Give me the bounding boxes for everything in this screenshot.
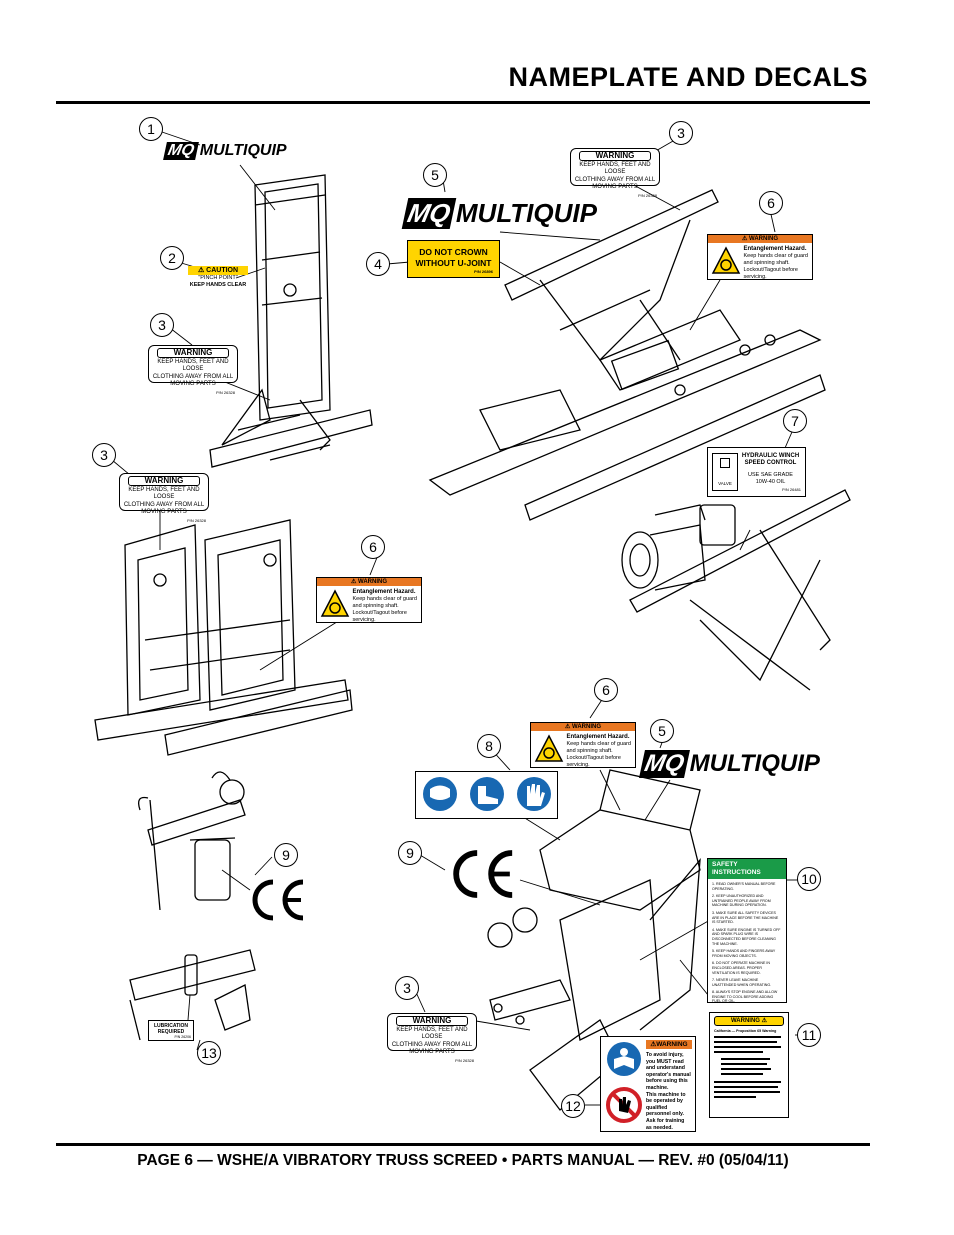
entanglement-hazard-decal: ⚠ WARNING Entanglement Hazard. Keep hand… [707,234,813,280]
callout-3: 3 [669,121,693,145]
valve-diagram-icon: VALVE [712,453,738,491]
safety-boots-icon [470,777,504,811]
callout-3: 3 [150,313,174,337]
warning-header: ⚠ WARNING [708,235,812,243]
lubrication-bracket-drawing [129,949,256,1041]
upright-frame-drawing [209,174,373,468]
fine-print-lines [714,1035,784,1098]
page-footer: PAGE 6 — WSHE/A VIBRATORY TRUSS SCREED •… [137,1152,789,1169]
mq-logo-icon: MQ [639,750,690,778]
entanglement-pictogram-icon [320,589,350,617]
header-rule [56,101,870,104]
screed-assembly-drawing [428,189,826,521]
entanglement-hazard-decal: ⚠ WARNING Entanglement Hazard. Keep hand… [530,722,636,768]
safety-header: SAFETY INSTRUCTIONS [708,859,786,879]
ppe-decal [415,771,558,819]
warning-moving-parts-decal: WARNING KEEP HANDS, FEET AND LOOSE CLOTH… [570,148,660,198]
lubrication-required-decal: LUBRICATION REQUIRED P/N 26206 [148,1020,194,1041]
no-hands-icon [606,1087,642,1123]
callout-1: 1 [139,117,163,141]
hydraulic-winch-decal: VALVE HYDRAULIC WINCH SPEED CONTROL USE … [707,447,806,497]
warning-moving-parts-decal: WARNING KEEP HANDS, FEET AND LOOSE CLOTH… [387,1013,477,1063]
callout-13: 13 [197,1041,221,1065]
warning-header: WARNING [395,1016,469,1026]
callout-6: 6 [361,535,385,559]
warning-header: WARNING [127,476,201,486]
page-title: NAMEPLATE AND DECALS [508,62,868,92]
ce-mark-icon [252,879,304,921]
water-filter-drawing [137,771,246,911]
warning-header: WARNING [156,348,230,358]
engine-drive-drawing [487,769,701,1111]
ce-mark-icon [453,850,513,898]
mq-logo-icon: MQ [163,142,199,160]
callout-6: 6 [759,191,783,215]
warning-moving-parts-decal: WARNING KEEP HANDS, FEET AND LOOSE CLOTH… [119,473,209,523]
truss-frame-drawing [94,519,353,756]
callout-5: 5 [650,719,674,743]
callout-6: 6 [594,678,618,702]
callout-9: 9 [274,843,298,867]
callout-7: 7 [783,409,807,433]
callout-5: 5 [423,163,447,187]
warning-header: ⚠ WARNING [531,723,635,731]
entanglement-hazard-decal: ⚠ WARNING Entanglement Hazard. Keep hand… [316,577,422,623]
callout-11: 11 [797,1023,821,1047]
callout-4: 4 [366,252,390,276]
multiquip-nameplate-1: MQ MULTIQUIP [163,142,287,160]
callout-8: 8 [477,734,501,758]
mq-logo-icon: MQ [401,198,457,229]
callout-3: 3 [92,443,116,467]
winch-assembly-drawing [621,489,851,691]
caution-pinch-point-decal: ⚠ CAUTION "PINCH POINT" KEEP HANDS CLEAR [188,266,248,288]
warning-triangle-icon: ⚠ [650,1041,657,1048]
operator-manual-warning-decal: ⚠WARNING To avoid injury, you MUST read … [600,1036,696,1132]
callout-2: 2 [160,246,184,270]
warning-moving-parts-decal: WARNING KEEP HANDS, FEET AND LOOSE CLOTH… [148,345,238,395]
multiquip-nameplate-2: MQ MULTIQUIP [401,198,597,229]
footer-rule [56,1143,870,1146]
entanglement-pictogram-icon [711,246,741,274]
callout-3: 3 [395,976,419,1000]
caution-header: ⚠ CAUTION [188,266,248,275]
warning-header: WARNING [578,151,652,161]
callout-12: 12 [561,1094,585,1118]
warning-triangle-icon: ⚠ [761,1018,768,1024]
ppe-pictograms [423,777,551,811]
warning-header: ⚠WARNING [646,1040,692,1049]
prop65-warning-decal: WARNING ⚠ California — Proposition 65 Wa… [709,1012,789,1118]
warning-header: WARNING ⚠ [714,1016,784,1026]
entanglement-pictogram-icon [534,734,564,762]
callout-10: 10 [797,867,821,891]
warning-header: ⚠ WARNING [317,578,421,586]
callout-9: 9 [398,841,422,865]
multiquip-nameplate-3: MQ MULTIQUIP [639,750,820,778]
warning-triangle-icon: ⚠ [197,267,205,274]
do-not-crown-decal: DO NOT CROWN WITHOUT U-JOINT P/N 26896 [407,240,500,278]
safety-instructions-decal: SAFETY INSTRUCTIONS 1. READ OWNER'S MANU… [707,858,787,1003]
read-manual-pictogram [606,1042,642,1123]
